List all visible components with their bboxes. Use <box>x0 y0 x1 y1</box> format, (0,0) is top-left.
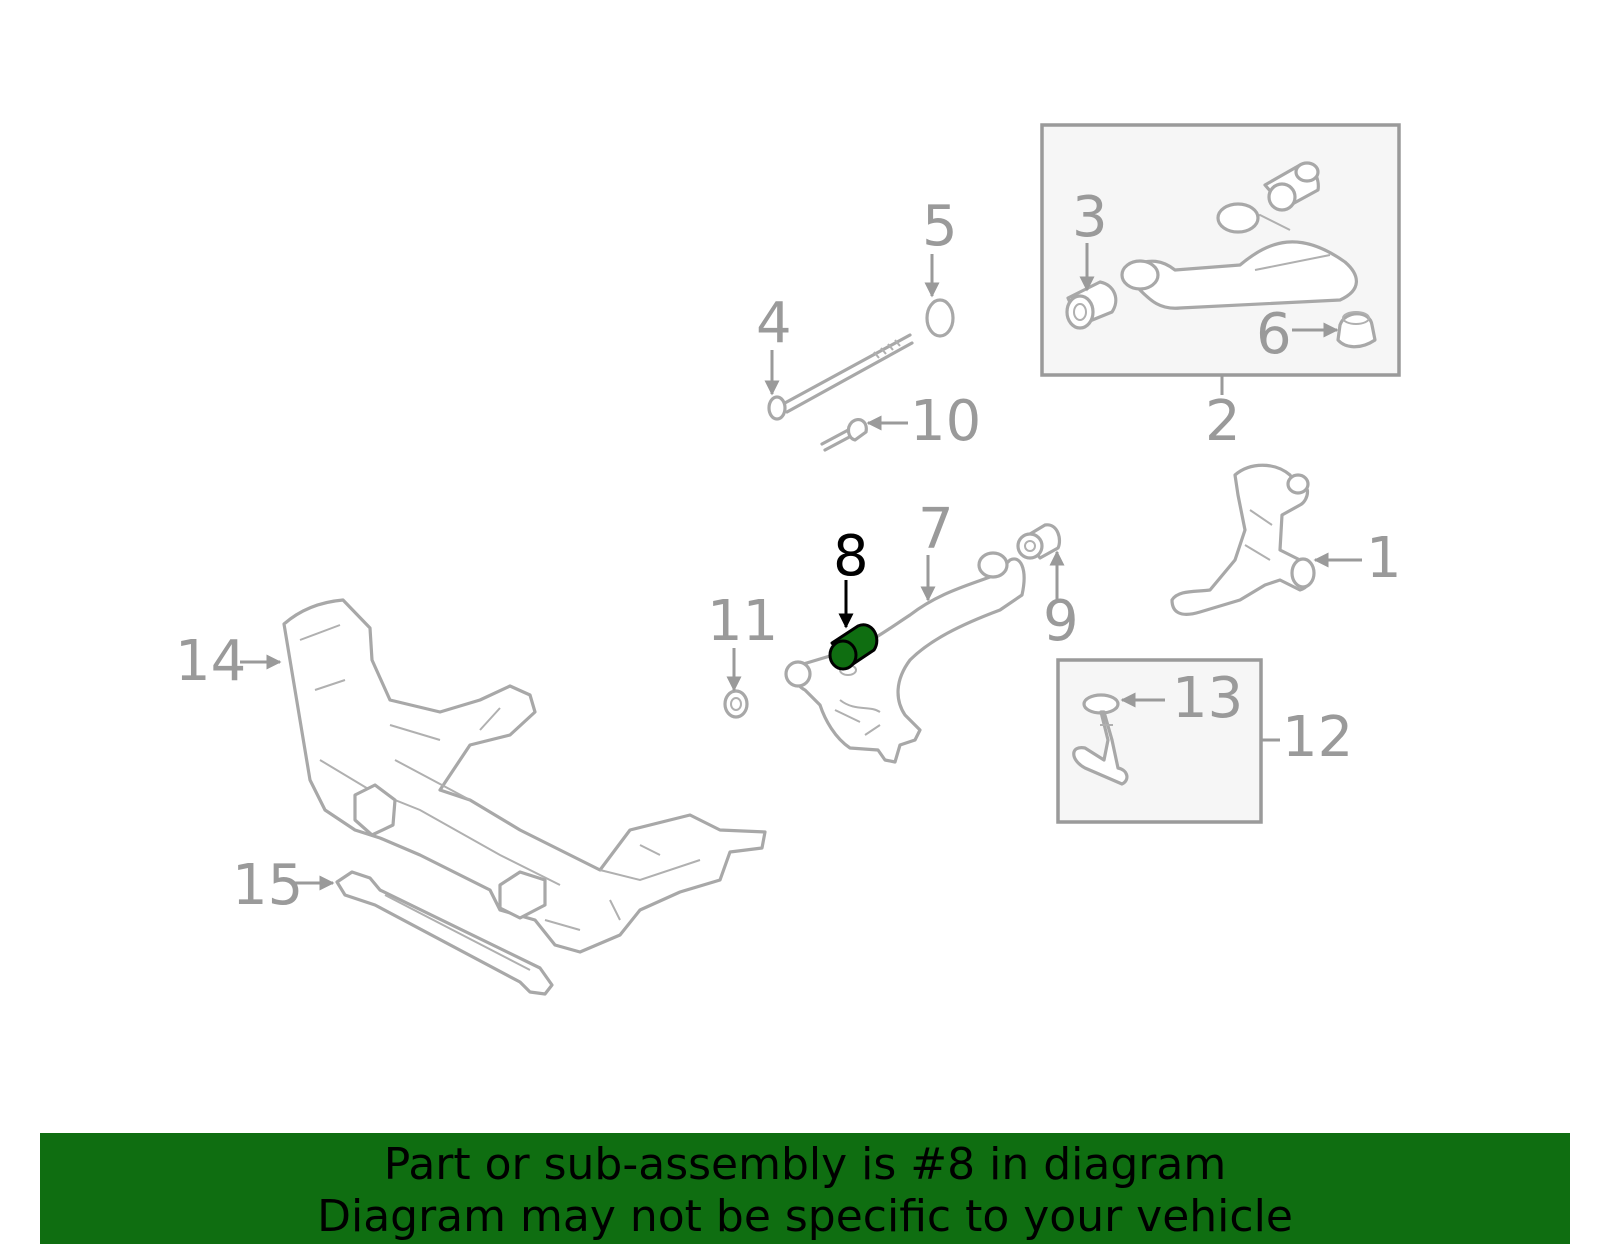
banner-line-2: Diagram may not be specific to your vehi… <box>317 1191 1293 1242</box>
callout-15: 15 <box>232 853 303 918</box>
callout-13: 13 <box>1172 666 1243 731</box>
callout-7: 7 <box>918 497 954 562</box>
steering-knuckle-drawing <box>1170 463 1316 616</box>
callout-2: 2 <box>1205 389 1241 454</box>
crossmember-14-drawing <box>282 598 767 954</box>
ball-joint-box <box>1056 658 1263 824</box>
banner-line-1: Part or sub-assembly is #8 in diagram <box>383 1139 1227 1190</box>
leader-lines <box>240 243 1362 891</box>
bushing-8-highlighted[interactable] <box>828 623 879 671</box>
bolt-10-drawing <box>820 418 868 452</box>
callout-8[interactable]: 8 <box>833 524 869 589</box>
callout-3: 3 <box>1072 185 1108 250</box>
upper-arm-assembly-box <box>1040 123 1401 377</box>
washer-5-drawing <box>925 298 955 338</box>
bushing-9-drawing <box>1016 523 1062 560</box>
callout-5: 5 <box>922 194 958 259</box>
callout-11: 11 <box>707 589 778 654</box>
callout-12: 12 <box>1282 705 1353 770</box>
brace-15-drawing <box>335 870 554 996</box>
nut-11-drawing <box>723 689 749 719</box>
callout-labels: 1 2 3 4 5 6 7 8 9 10 11 12 13 14 15 <box>175 185 1402 918</box>
callout-14: 14 <box>175 629 246 694</box>
callout-6: 6 <box>1256 302 1292 367</box>
lower-control-arm-drawing <box>784 551 1026 764</box>
callout-10: 10 <box>910 389 981 454</box>
info-banner: Part or sub-assembly is #8 in diagram Di… <box>40 1133 1570 1244</box>
callout-4: 4 <box>756 291 792 356</box>
bolt-4-drawing <box>767 333 914 421</box>
callout-9: 9 <box>1043 589 1079 654</box>
callout-1: 1 <box>1366 526 1402 591</box>
